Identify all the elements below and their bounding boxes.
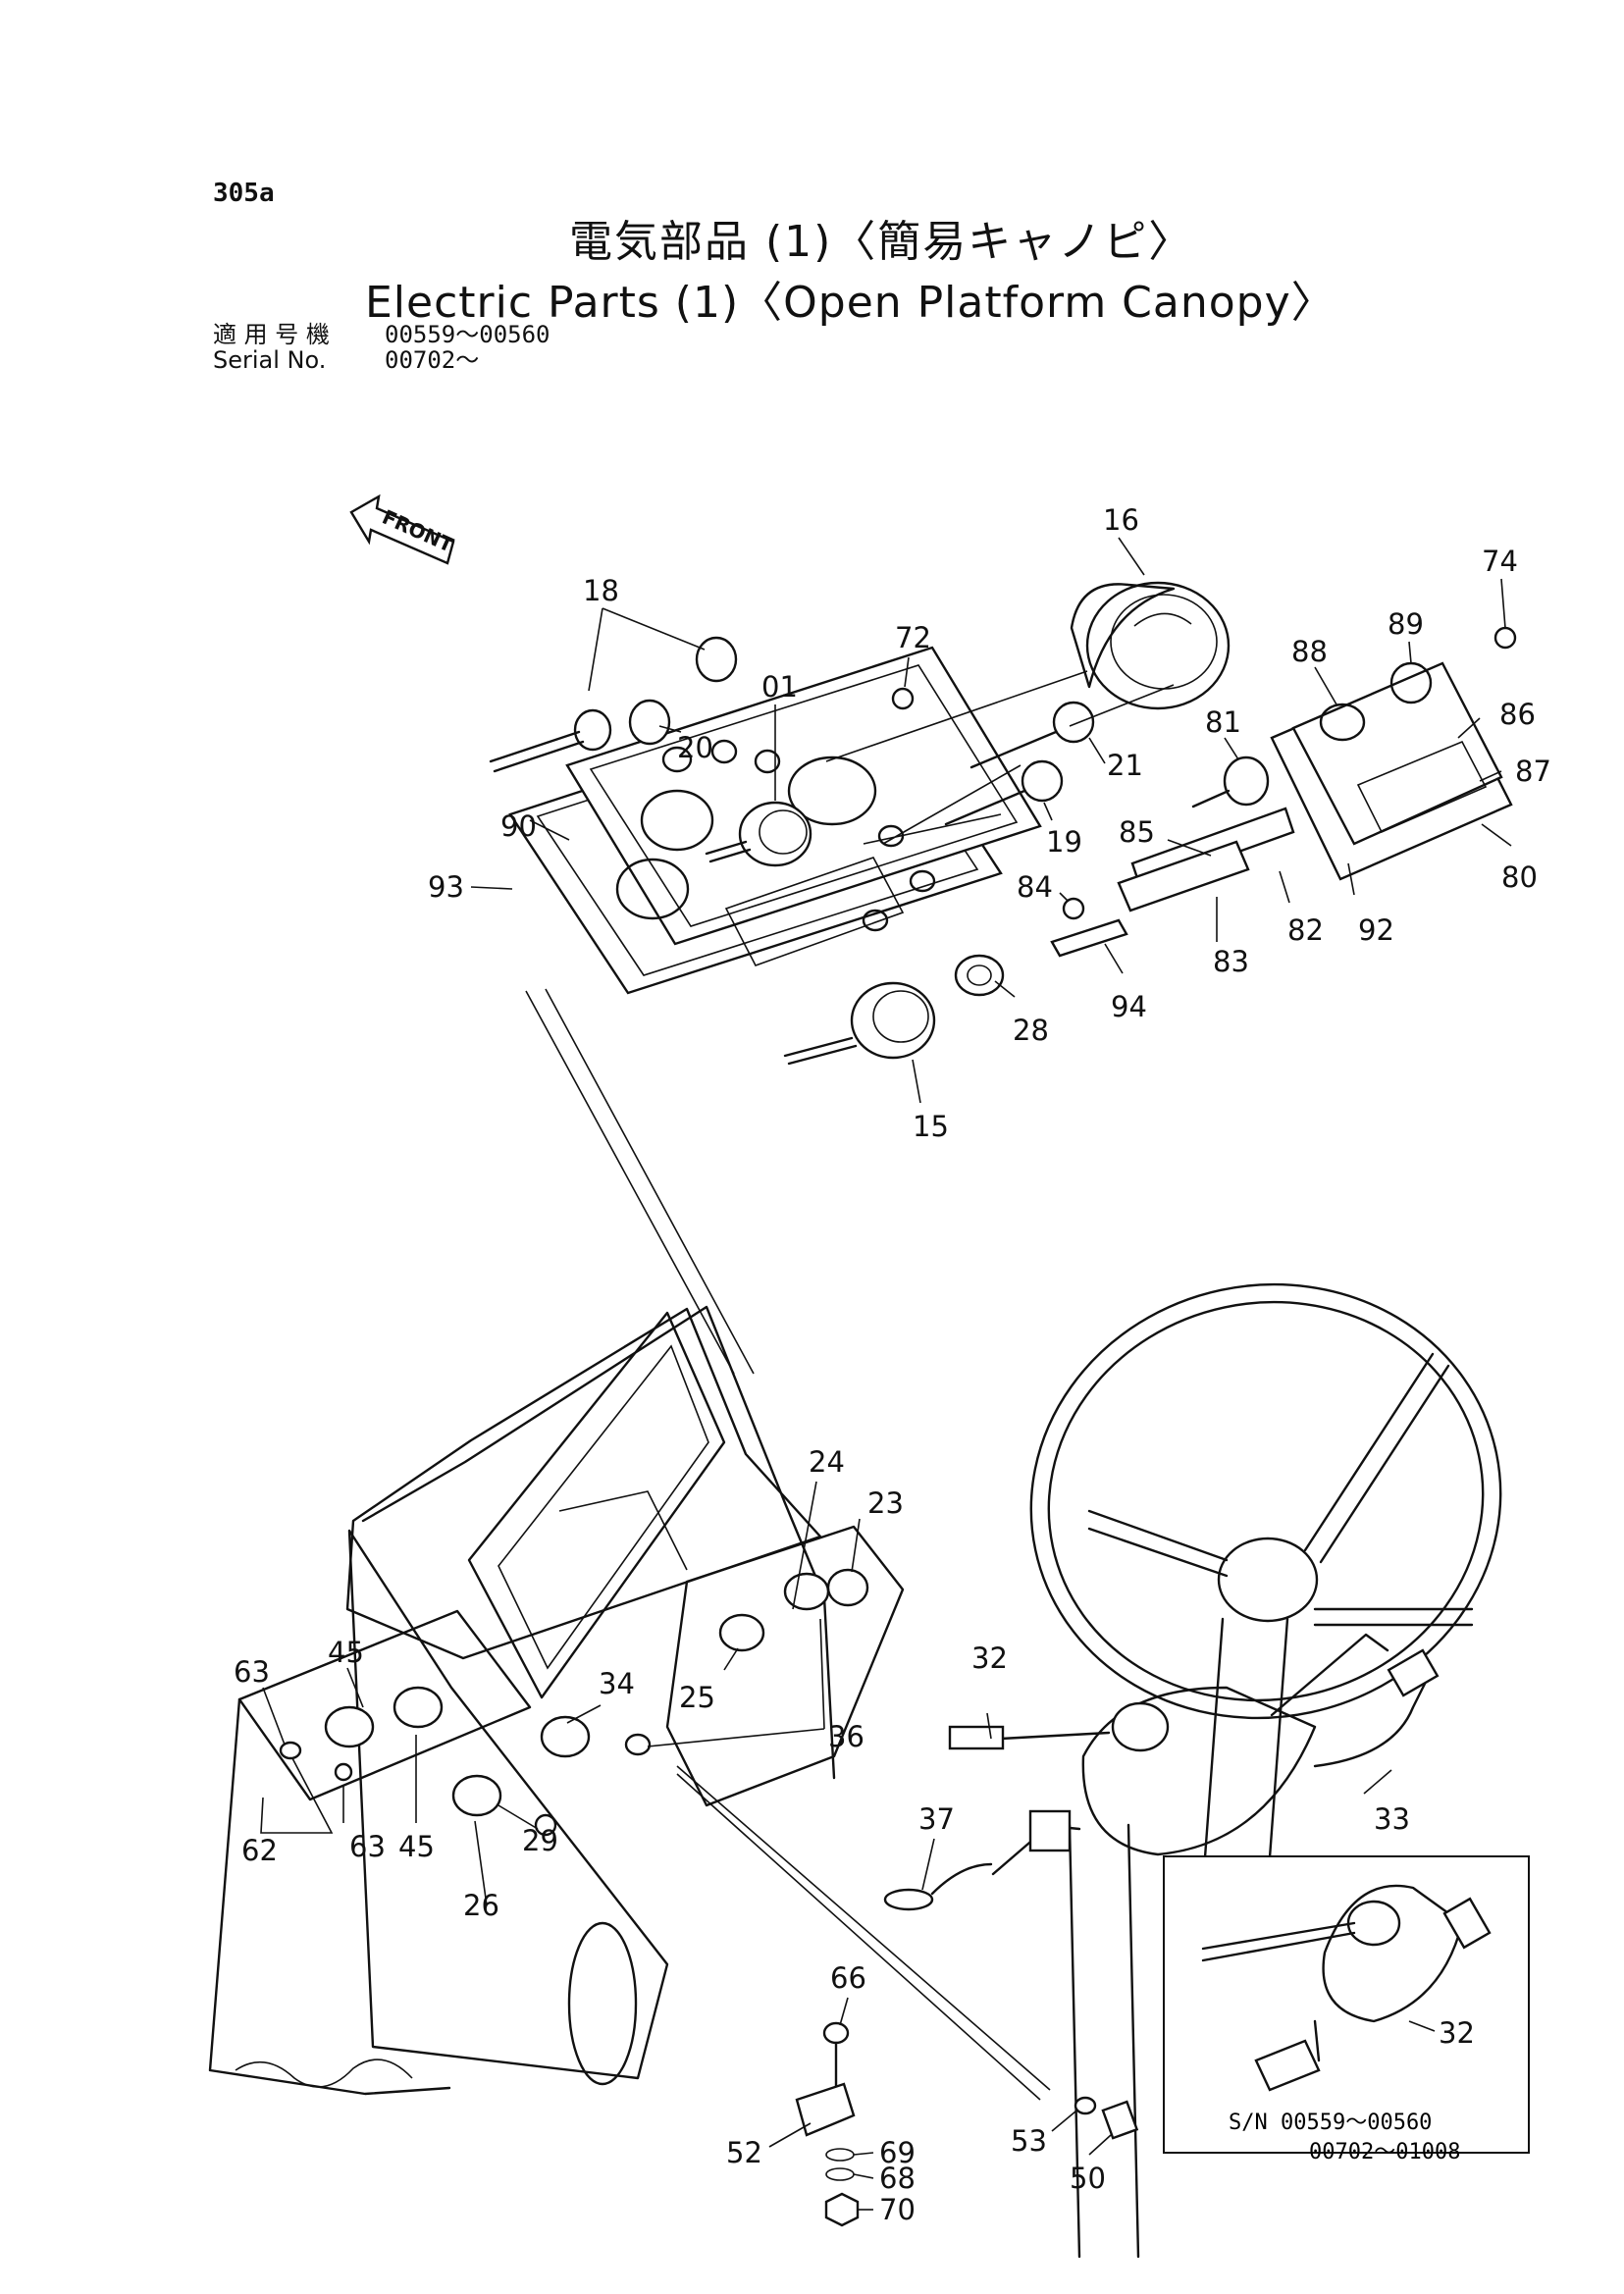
- part-callouts: 16 74 18 72 01 89 88 86 81 20 21 87 90 1…: [234, 503, 1551, 2226]
- callout-70: 70: [879, 2193, 916, 2226]
- callout-36: 36: [828, 1720, 864, 1753]
- callout-20: 20: [677, 731, 713, 764]
- callout-62: 62: [241, 1834, 278, 1867]
- callout-45-top: 45: [328, 1636, 364, 1669]
- callout-68: 68: [879, 2162, 916, 2195]
- page-code: 305a: [213, 179, 275, 208]
- callout-19: 19: [1046, 825, 1082, 859]
- inset-alternate-switch: S/N 00559～00560 00702～01008: [1163, 1855, 1530, 2164]
- callout-85: 85: [1119, 815, 1155, 849]
- callout-37: 37: [918, 1802, 955, 1836]
- serial-range-1: 00559～00560: [385, 321, 550, 348]
- callout-63-top: 63: [234, 1655, 270, 1689]
- callout-32-inset: 32: [1439, 2016, 1475, 2050]
- console-switches: [279, 1568, 869, 1837]
- page-title-english: Electric Parts (1)〈Open Platform Canopy〉: [365, 278, 1336, 328]
- callout-28: 28: [1013, 1014, 1049, 1047]
- callout-29: 29: [522, 1824, 558, 1857]
- callout-84: 84: [1017, 870, 1053, 904]
- callout-21: 21: [1107, 749, 1143, 782]
- callout-74: 74: [1482, 545, 1518, 578]
- callout-01: 01: [761, 670, 798, 704]
- callout-86: 86: [1499, 698, 1536, 731]
- callout-23: 23: [867, 1486, 904, 1520]
- callout-34: 34: [599, 1667, 635, 1700]
- callout-45-bottom: 45: [398, 1830, 435, 1863]
- callout-16: 16: [1103, 503, 1139, 537]
- serial-label-japanese: 適 用 号 機: [213, 321, 330, 348]
- callout-leader-lines: [260, 537, 1512, 2211]
- callout-24: 24: [809, 1445, 845, 1479]
- gauge-panel-assembly: [489, 581, 1517, 1066]
- operator-console: [208, 1305, 905, 2096]
- inset-sn-line-2: 00702～01008: [1309, 2140, 1460, 2164]
- front-arrow-icon: FRONT: [349, 494, 457, 565]
- callout-25: 25: [679, 1681, 715, 1714]
- callout-63-bottom: 63: [349, 1830, 386, 1863]
- callout-26: 26: [463, 1889, 499, 1922]
- callout-90: 90: [500, 809, 537, 843]
- callout-92: 92: [1358, 913, 1394, 947]
- callout-66: 66: [830, 1961, 866, 1995]
- callout-50: 50: [1070, 2162, 1106, 2195]
- callout-33: 33: [1374, 1802, 1410, 1836]
- callout-72: 72: [895, 621, 931, 654]
- callout-94: 94: [1111, 990, 1147, 1023]
- callout-15: 15: [913, 1110, 949, 1143]
- callout-69: 69: [879, 2136, 916, 2169]
- callout-88: 88: [1291, 635, 1328, 668]
- page-title-japanese: 電気部品 (1)〈簡易キャノピ〉: [569, 217, 1194, 267]
- callout-81: 81: [1205, 705, 1241, 739]
- callout-89: 89: [1388, 607, 1424, 641]
- callout-80: 80: [1501, 860, 1538, 894]
- serial-range-2: 00702～: [385, 346, 480, 374]
- callout-87: 87: [1515, 755, 1551, 788]
- callout-32: 32: [971, 1642, 1008, 1675]
- callout-93: 93: [428, 870, 464, 904]
- callout-82: 82: [1287, 913, 1324, 947]
- small-hardware-parts: [795, 2021, 1139, 2227]
- callout-18: 18: [583, 574, 619, 607]
- callout-83: 83: [1213, 945, 1249, 978]
- callout-52: 52: [726, 2136, 762, 2169]
- callout-53: 53: [1011, 2124, 1047, 2158]
- inset-sn-line-1: S/N 00559～00560: [1229, 2111, 1432, 2135]
- serial-label-english: Serial No.: [213, 346, 327, 374]
